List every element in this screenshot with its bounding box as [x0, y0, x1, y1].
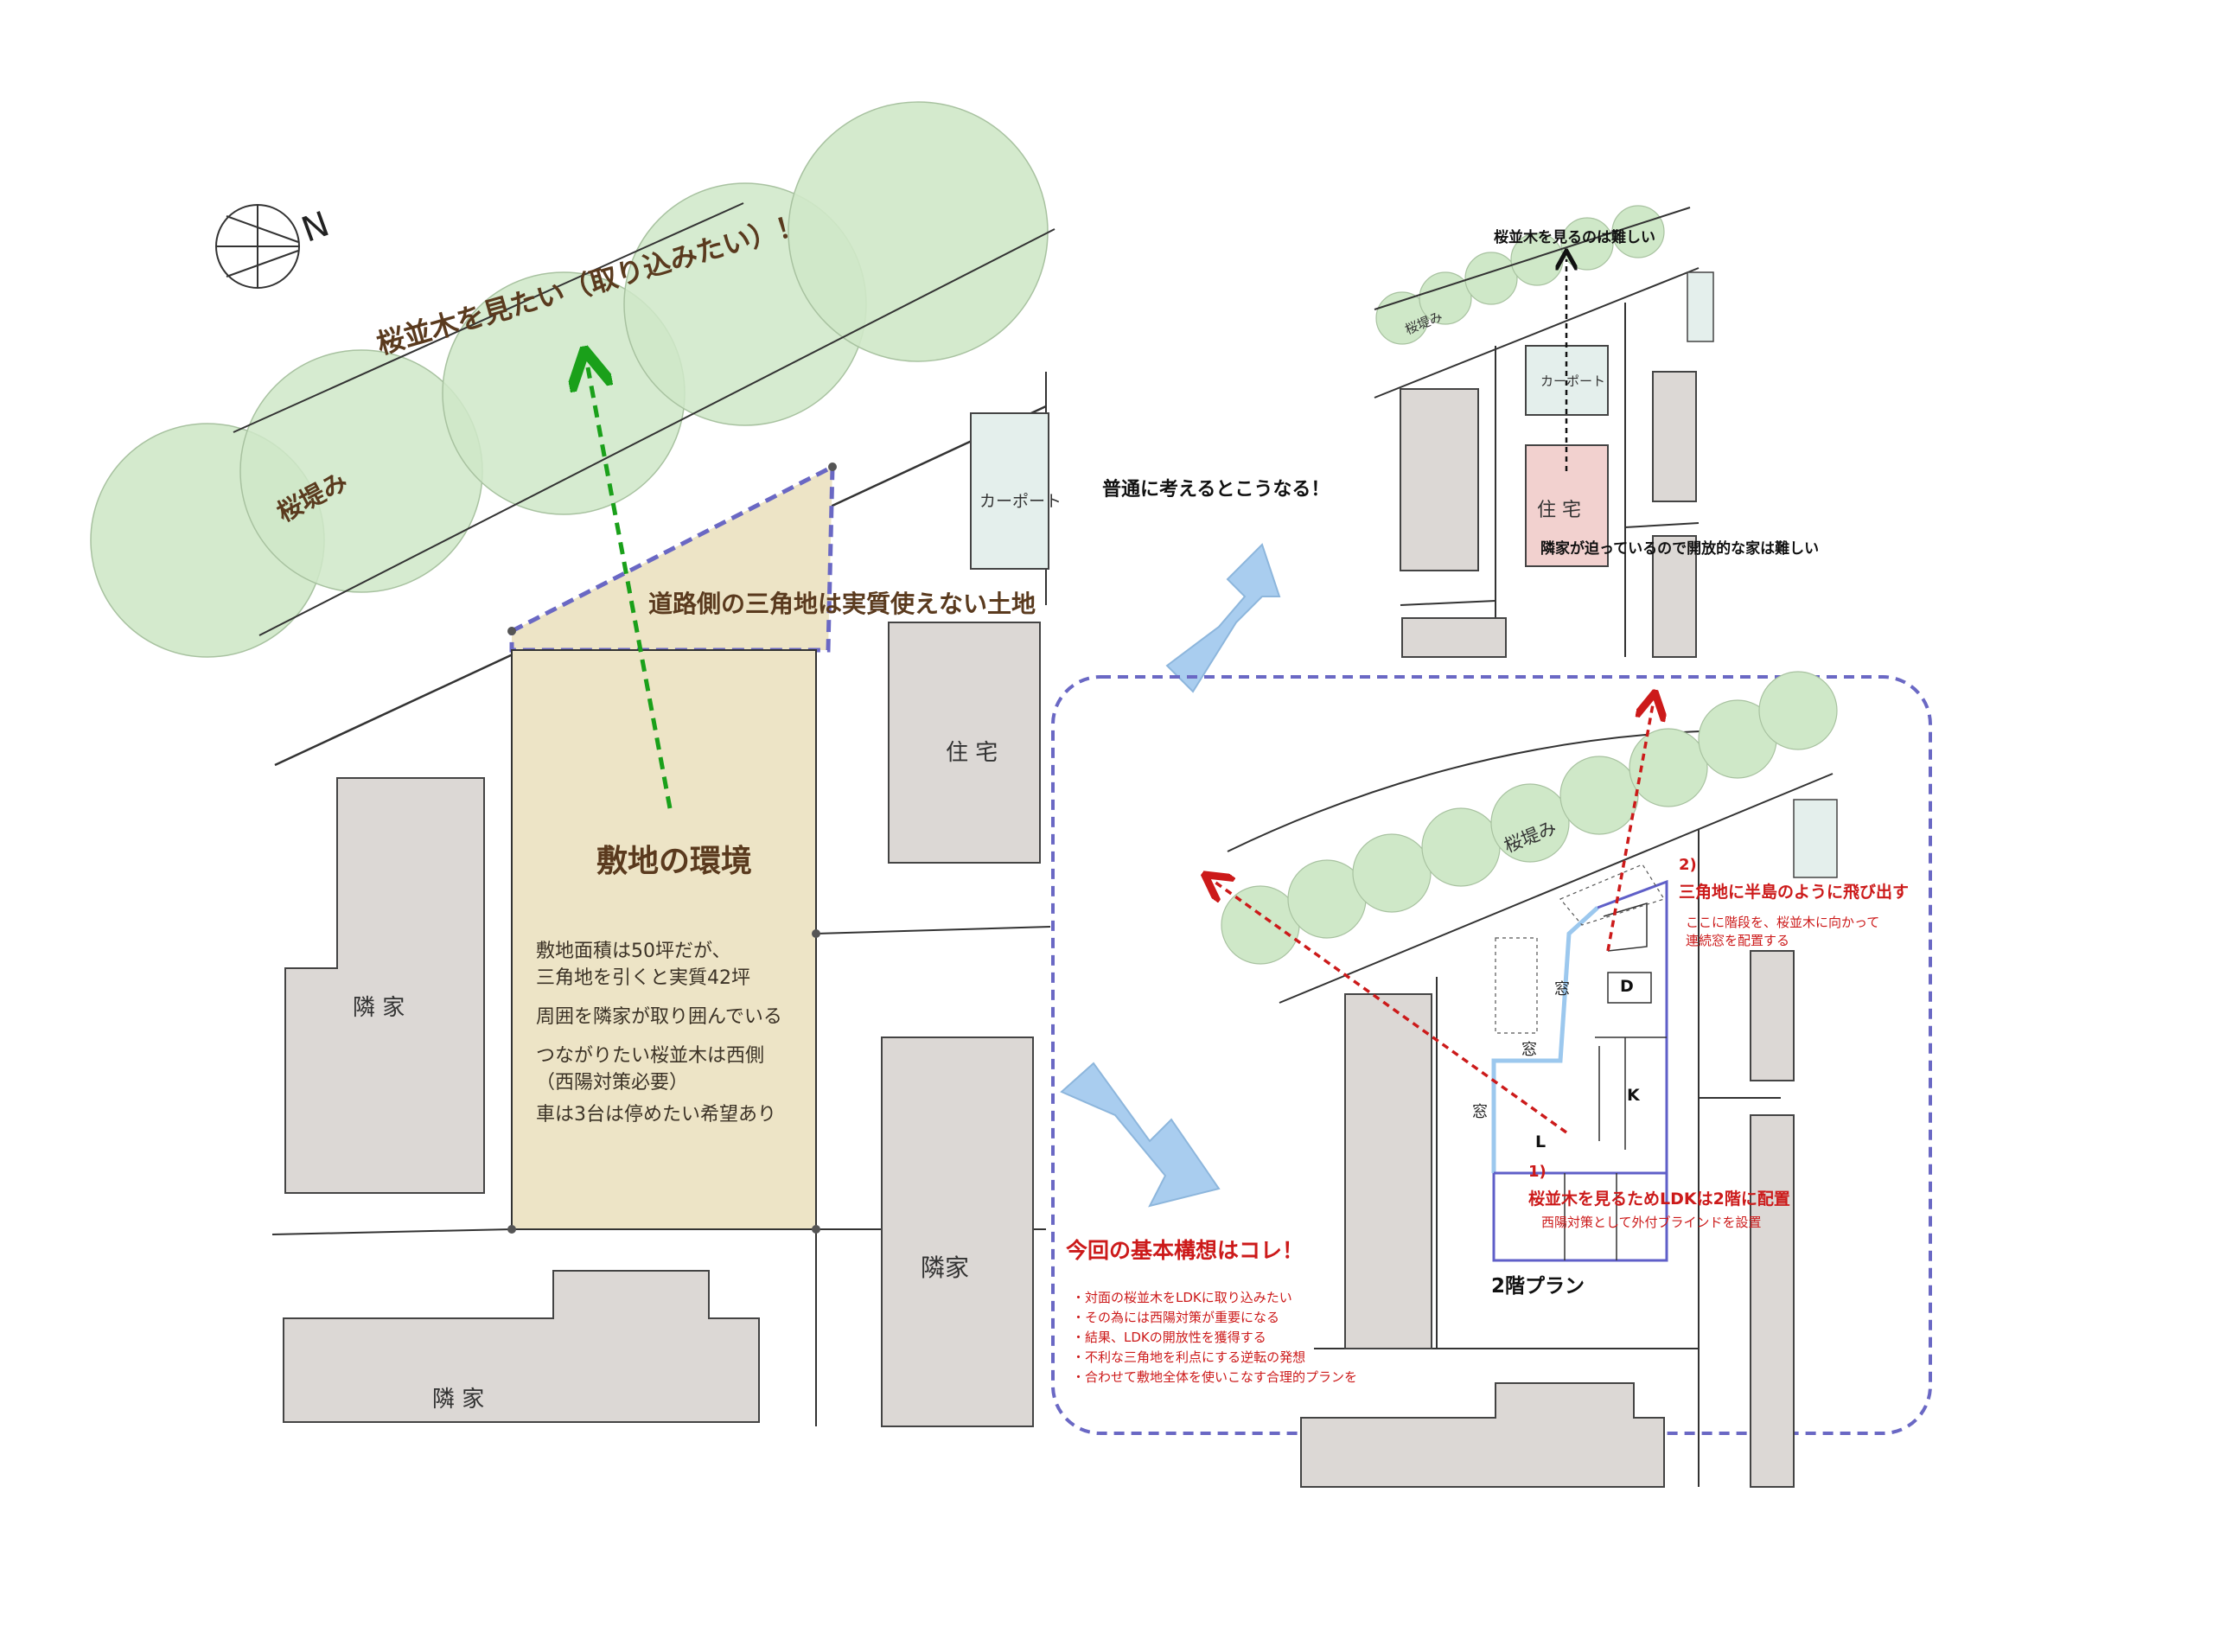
top-right-diagram: [1374, 205, 1714, 658]
room-k-label: K: [1627, 1086, 1640, 1105]
cherry-trees: [90, 101, 1049, 658]
site-note-6: 車は3台は停めたい希望あり: [536, 1104, 776, 1126]
window-label-3: 窓: [1472, 1103, 1488, 1121]
triangle-dashed-outline: [509, 462, 835, 653]
site-title: 敷地の環境: [596, 844, 753, 879]
normal-plan-caption: 普通に考えるとこうなる！: [1102, 479, 1330, 501]
blue-arrow-down: [1060, 1062, 1221, 1208]
site-note-1: 敷地面積は50坪だが、: [536, 941, 731, 962]
neighbor-house-bottom: [283, 1270, 760, 1423]
site-note-5: （西陽対策必要）: [536, 1072, 689, 1094]
concept-bullet-5: ・合わせて敷地全体を使いこなす合理的プランを: [1072, 1369, 1358, 1385]
site-note-3: 周囲を隣家が取り囲んでいる: [536, 1006, 782, 1028]
site-note-2: 三角地を引くと実質42坪: [536, 967, 750, 989]
house-label-left: 住 宅: [946, 740, 998, 766]
carport-label-top: カーポート: [1540, 373, 1606, 389]
view-arrow-green: [588, 367, 673, 809]
bottom-right-plan: [1215, 671, 1838, 1488]
point2-text: 三角地に半島のように飛び出す: [1679, 883, 1910, 902]
compass-icon: [215, 204, 300, 289]
room-d-label: D: [1620, 977, 1634, 996]
site-notes: 敷地面積は50坪だが、 三角地を引くと実質42坪 周囲を隣家が取り囲んでいる つ…: [536, 938, 782, 1128]
concept-bullet-2: ・その為には西陽対策が重要になる: [1072, 1310, 1280, 1325]
house-label-top: 住 宅: [1537, 500, 1581, 521]
site-note-4: つながりたい桜並木は西側: [536, 1045, 765, 1067]
concept-bullet-3: ・結果、LDKの開放性を獲得する: [1072, 1330, 1266, 1345]
triangle-area: [512, 467, 832, 650]
neighbor-label-bottom: 隣 家: [432, 1387, 485, 1413]
neighbor-house-right: [881, 1036, 1034, 1427]
point1-number: 1): [1528, 1163, 1547, 1181]
neighbor-house-left: [284, 777, 485, 1194]
room-l-label: L: [1535, 1132, 1547, 1151]
carport: [970, 412, 1049, 570]
plan-label: 2階プラン: [1491, 1275, 1585, 1298]
site-corner-dots: [507, 462, 837, 1234]
point1-text: 桜並木を見るためLDKは2階に配置: [1528, 1190, 1790, 1209]
carport-label-left: カーポート: [979, 492, 1062, 511]
point2-number: 2): [1679, 856, 1697, 874]
point2-sub-2: 連続窓を配置する: [1686, 933, 1790, 948]
window-label-2: 窓: [1521, 1041, 1537, 1059]
concept-bullets: ・対面の桜並木をLDKに取り込みたい ・その為には西陽対策が重要になる ・結果、…: [1072, 1288, 1357, 1387]
point2-sub-1: ここに階段を、桜並木に向かって: [1686, 915, 1880, 930]
view-difficulty-note: 桜並木を見るのは難しい: [1494, 229, 1655, 246]
blue-arrow-up: [1165, 543, 1281, 693]
window-label-1: 窓: [1554, 980, 1570, 998]
embankment-lines: [233, 202, 1055, 636]
concept-bullet-1: ・対面の桜並木をLDKに取り込みたい: [1072, 1290, 1292, 1305]
neighbor-pressure-note: 隣家が迫っているので開放的な家は難しい: [1540, 540, 1820, 558]
triangle-note: 道路側の三角地は実質使えない土地: [648, 590, 1036, 618]
neighbor-label-left: 隣 家: [353, 995, 405, 1021]
concept-title: 今回の基本構想はコレ！: [1066, 1238, 1304, 1263]
concept-bullet-4: ・不利な三角地を利点にする逆転の発想: [1072, 1349, 1306, 1365]
house-right: [888, 622, 1041, 864]
neighbor-label-right: 隣家: [921, 1253, 970, 1282]
site-area: [511, 649, 817, 1230]
point1-sub: 西陽対策として外付ブラインドを設置: [1541, 1215, 1762, 1230]
